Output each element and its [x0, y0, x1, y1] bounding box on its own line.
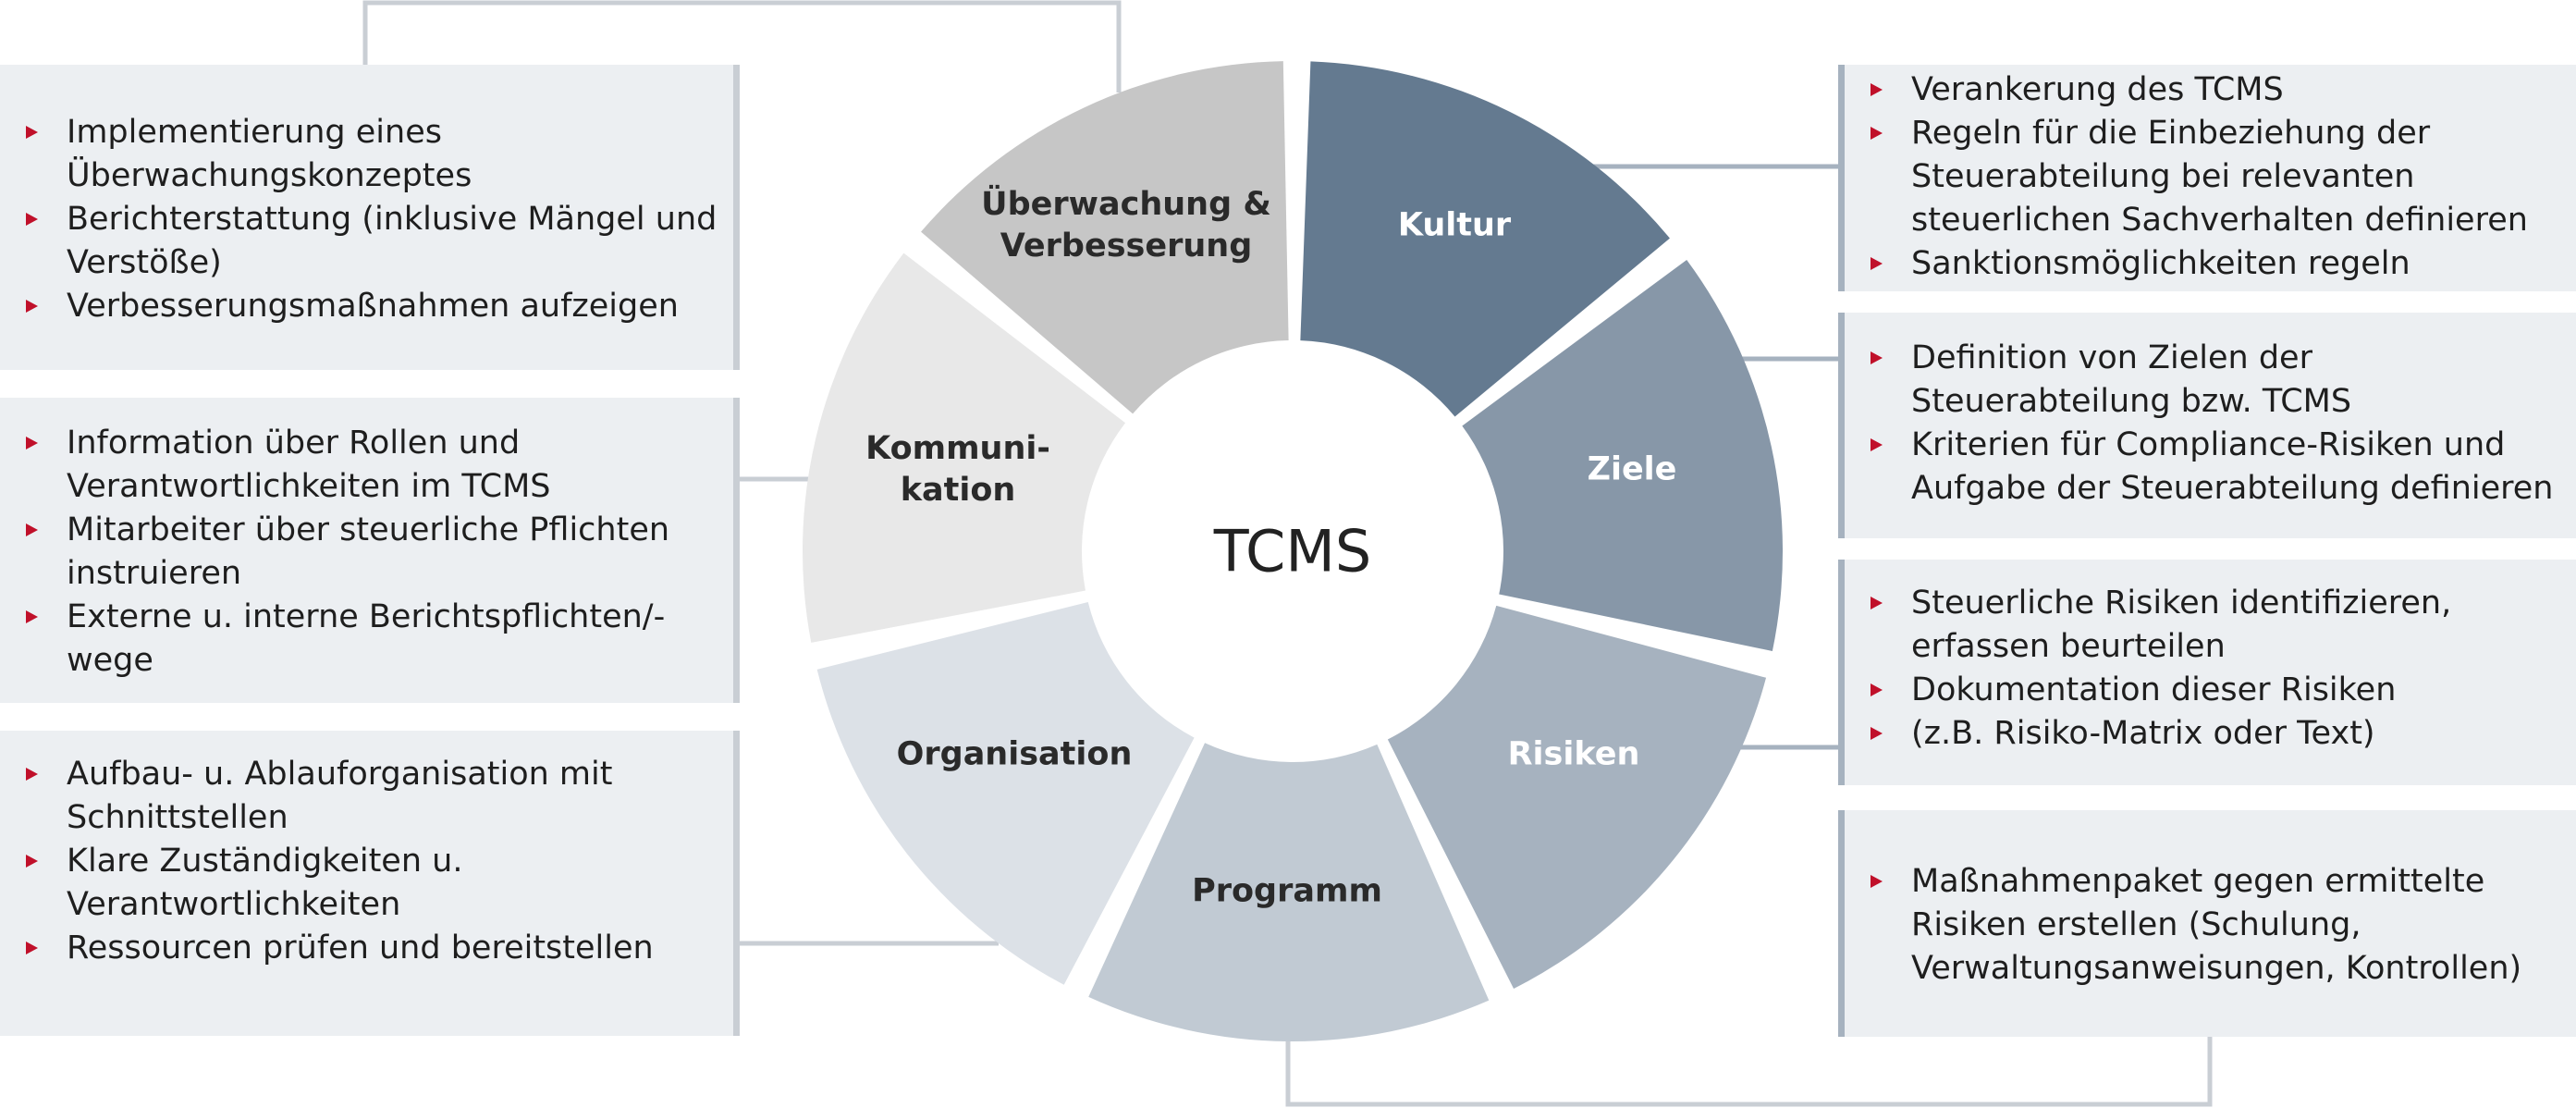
bullet-text: Dokumentation dieser Risiken — [1911, 671, 2397, 708]
segment-label-ueberwachung: Überwachung & Verbesserung — [981, 186, 1271, 265]
bullet-arrow-icon — [1871, 337, 1887, 380]
bullet-item: Dokumentation dieser Risiken — [1845, 669, 2576, 712]
connector-line — [1285, 1037, 2213, 1107]
bullet-item: Maßnahmenpaket gegen ermittelte Risiken … — [1845, 860, 2576, 991]
tcms-wheel — [803, 61, 1783, 1042]
bullet-arrow-icon — [26, 753, 43, 796]
segment-risiken — [1387, 605, 1767, 990]
bullet-item: (z.B. Risiko-Matrix oder Text) — [1845, 712, 2576, 756]
bullet-item: Sanktionsmöglichkeiten regeln — [1845, 242, 2576, 286]
bullet-arrow-icon — [26, 422, 43, 465]
segment-label-ziele: Ziele — [1587, 450, 1677, 488]
bullet-text: Aufbau- u. Ablauforganisation mit Schnit… — [67, 756, 613, 836]
bullet-arrow-icon — [1871, 242, 1887, 286]
bullet-item: Aufbau- u. Ablauforganisation mit Schnit… — [0, 753, 733, 840]
bullet-text: Externe u. interne Berichtspflichten/-we… — [67, 598, 666, 679]
bullet-item: Verankerung des TCMS — [1845, 68, 2576, 112]
bullet-text: Mitarbeiter über steuerliche Pflichten i… — [67, 511, 670, 592]
box-kommunikation: Information über Rollen und Verantwortli… — [0, 398, 740, 703]
bullet-arrow-icon — [1871, 669, 1887, 712]
center-label: TCMS — [1213, 517, 1372, 585]
segment-label-kultur: Kultur — [1397, 206, 1512, 244]
bullet-text: Verankerung des TCMS — [1911, 71, 2284, 108]
bullet-text: Implementierung eines Überwachungskonzep… — [67, 114, 472, 194]
bullet-item: Klare Zuständigkeiten u. Verantwortlichk… — [0, 840, 733, 927]
bullet-text: Kriterien für Compliance-Risiken und Auf… — [1911, 426, 2554, 507]
bullet-arrow-icon — [1871, 424, 1887, 467]
bullet-arrow-icon — [26, 198, 43, 241]
bullet-text: Sanktionsmöglichkeiten regeln — [1911, 245, 2410, 282]
bullet-text: Ressourcen prüfen und bereitstellen — [67, 929, 654, 966]
bullet-text: Berichterstattung (inklusive Mängel und … — [67, 201, 718, 281]
segment-kommunikation — [803, 252, 1126, 643]
bullet-arrow-icon — [26, 285, 43, 328]
bullet-item: Implementierung eines Überwachungskonzep… — [0, 111, 733, 198]
bullet-item: Externe u. interne Berichtspflichten/-we… — [0, 596, 733, 683]
connector-line — [362, 0, 1122, 92]
box-kultur: Verankerung des TCMS Regeln für die Einbe… — [1838, 65, 2576, 291]
bullet-text: Information über Rollen und Verantwortli… — [67, 425, 551, 505]
bullet-item: Steuerliche Risiken identifizieren, erfa… — [1845, 582, 2576, 669]
bullet-item: Mitarbeiter über steuerliche Pflichten i… — [0, 509, 733, 596]
bullet-arrow-icon — [1871, 582, 1887, 625]
bullet-arrow-icon — [1871, 112, 1887, 155]
bullet-arrow-icon — [1871, 68, 1887, 112]
segment-label-programm: Programm — [1192, 872, 1382, 910]
bullet-arrow-icon — [26, 509, 43, 552]
box-ziele: Definition von Zielen der Steuerabteilun… — [1838, 313, 2576, 538]
bullet-text: Maßnahmenpaket gegen ermittelte Risiken … — [1911, 863, 2522, 987]
bullet-item: Definition von Zielen der Steuerabteilun… — [1845, 337, 2576, 424]
segment-label-organisation: Organisation — [896, 735, 1133, 773]
bullet-item: Kriterien für Compliance-Risiken und Auf… — [1845, 424, 2576, 511]
segment-kultur — [1300, 61, 1670, 417]
center-circle — [1095, 353, 1490, 749]
bullet-text: Regeln für die Einbeziehung der Steuerab… — [1911, 115, 2528, 239]
bullet-arrow-icon — [1871, 860, 1887, 904]
bullet-item: Regeln für die Einbeziehung der Steuerab… — [1845, 112, 2576, 242]
box-programm: Maßnahmenpaket gegen ermittelte Risiken … — [1838, 810, 2576, 1037]
bullet-text: Steuerliche Risiken identifizieren, erfa… — [1911, 585, 2452, 665]
bullet-text: Definition von Zielen der Steuerabteilun… — [1911, 339, 2352, 420]
segment-label-kommunikation: Kommuni- kation — [865, 430, 1050, 509]
bullet-text: (z.B. Risiko-Matrix oder Text) — [1911, 715, 2375, 752]
segment-ueberwachung — [921, 61, 1289, 414]
segment-label-risiken: Risiken — [1507, 735, 1640, 773]
box-risiken: Steuerliche Risiken identifizieren, erfa… — [1838, 560, 2576, 785]
segment-programm — [1088, 743, 1490, 1042]
bullet-item: Verbesserungsmaßnahmen aufzeigen — [0, 285, 733, 328]
box-organisation: Aufbau- u. Ablauforganisation mit Schnit… — [0, 731, 740, 1036]
bullet-arrow-icon — [26, 111, 43, 154]
bullet-arrow-icon — [26, 927, 43, 970]
bullet-text: Klare Zuständigkeiten u. Verantwortlichk… — [67, 843, 463, 923]
bullet-text: Verbesserungsmaßnahmen aufzeigen — [67, 288, 679, 325]
bullet-item: Information über Rollen und Verantwortli… — [0, 422, 733, 509]
bullet-arrow-icon — [1871, 712, 1887, 756]
bullet-arrow-icon — [26, 596, 43, 639]
bullet-item: Ressourcen prüfen und bereitstellen — [0, 927, 733, 970]
segment-ziele — [1462, 259, 1783, 651]
segment-organisation — [816, 601, 1195, 985]
bullet-arrow-icon — [26, 840, 43, 883]
connector-lines — [362, 0, 2213, 1107]
box-ueberwachung: Implementierung eines Überwachungskonzep… — [0, 65, 740, 370]
bullet-item: Berichterstattung (inklusive Mängel und … — [0, 198, 733, 285]
